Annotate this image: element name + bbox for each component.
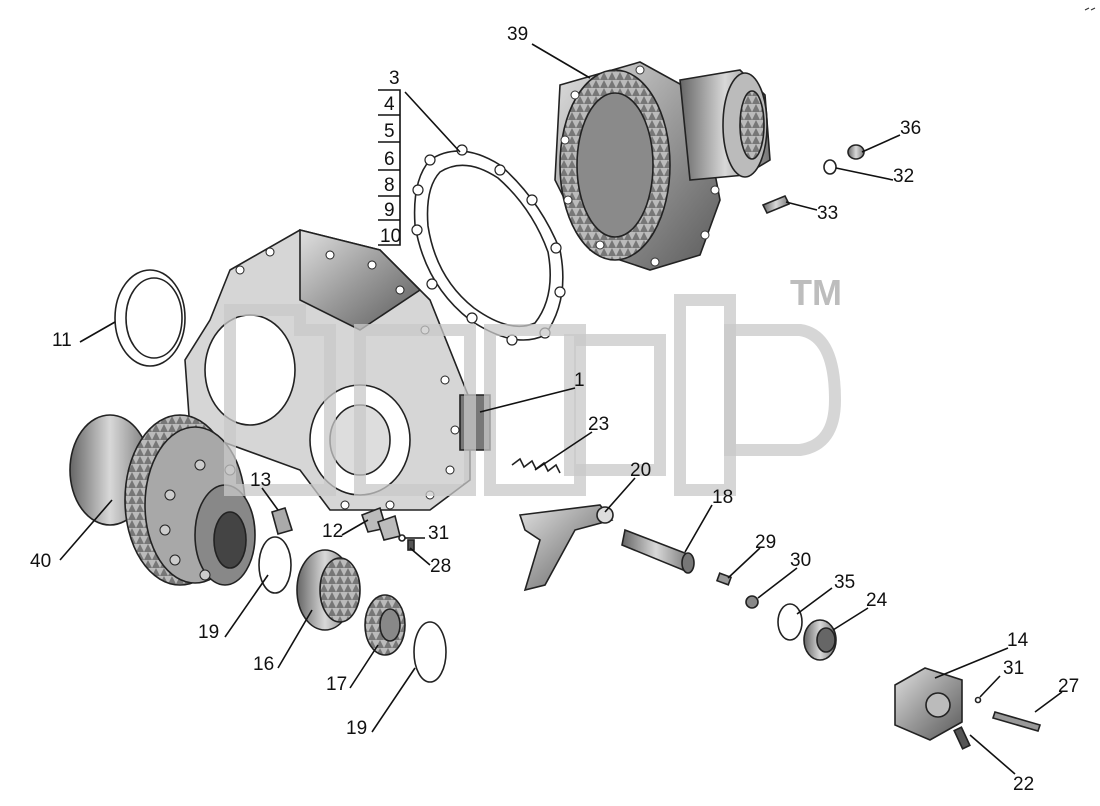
label-17: 17 — [326, 674, 347, 695]
plate-13 — [271, 507, 294, 535]
label-5: 5 — [384, 121, 395, 142]
label-8: 8 — [384, 175, 395, 196]
pin-33 — [761, 194, 791, 215]
corner-mark — [1084, 7, 1096, 11]
pin-29 — [715, 572, 733, 586]
shift-fork-20 — [518, 504, 614, 592]
coupling-sleeve-16 — [296, 549, 361, 631]
watermark-logo: TM — [224, 272, 842, 496]
label-22: 22 — [1013, 774, 1034, 795]
label-31-upper: 31 — [428, 523, 449, 544]
snap-ring-11 — [114, 269, 186, 367]
label-40: 40 — [30, 551, 51, 572]
pinion-housing-39 — [554, 61, 771, 271]
label-28: 28 — [430, 556, 451, 577]
spring-23 — [511, 457, 561, 474]
label-39: 39 — [507, 24, 528, 45]
o-ring-35 — [777, 603, 803, 641]
label-12: 12 — [322, 521, 343, 542]
differential-40 — [69, 414, 256, 586]
label-16: 16 — [253, 654, 274, 675]
gasket-set-3-10 — [411, 144, 566, 346]
label-33: 33 — [817, 203, 838, 224]
label-11: 11 — [52, 330, 72, 351]
retaining-ring-19-lower — [413, 621, 447, 683]
label-19-upper: 19 — [198, 622, 219, 643]
label-4: 4 — [384, 94, 395, 115]
leader-lines — [59, 43, 1063, 775]
watermark-tm: TM — [790, 272, 842, 313]
label-9: 9 — [384, 200, 395, 221]
bolt-27 — [991, 711, 1042, 732]
label-36: 36 — [900, 118, 921, 139]
label-6: 6 — [384, 149, 395, 170]
actuator-block-14 — [894, 667, 963, 741]
label-14: 14 — [1007, 630, 1029, 651]
label-27: 27 — [1058, 676, 1079, 697]
label-3: 3 — [389, 68, 400, 89]
label-35: 35 — [834, 572, 855, 593]
bushing-36 — [847, 144, 865, 160]
label-13: 13 — [250, 470, 271, 491]
label-29: 29 — [755, 532, 776, 553]
part-labels: 39 3 4 5 6 8 9 10 11 1 23 20 18 13 12 31… — [30, 24, 1079, 795]
washer-31-lower — [974, 696, 982, 704]
cap-24 — [803, 619, 837, 661]
label-23: 23 — [588, 414, 609, 435]
label-18: 18 — [712, 487, 733, 508]
washer-32 — [823, 159, 837, 175]
label-32: 32 — [893, 166, 914, 187]
label-20: 20 — [630, 460, 651, 481]
shift-rod-18 — [621, 528, 695, 574]
brackets-12 — [360, 506, 401, 541]
nut-30 — [745, 595, 759, 609]
bolt-22 — [953, 726, 971, 750]
label-1: 1 — [574, 370, 585, 391]
retaining-ring-19-upper — [258, 536, 292, 594]
gear-17 — [364, 594, 406, 656]
label-31-lower: 31 — [1003, 658, 1024, 679]
label-30: 30 — [790, 550, 811, 571]
label-19-lower: 19 — [346, 718, 367, 739]
label-10: 10 — [380, 226, 401, 247]
label-24: 24 — [866, 590, 888, 611]
